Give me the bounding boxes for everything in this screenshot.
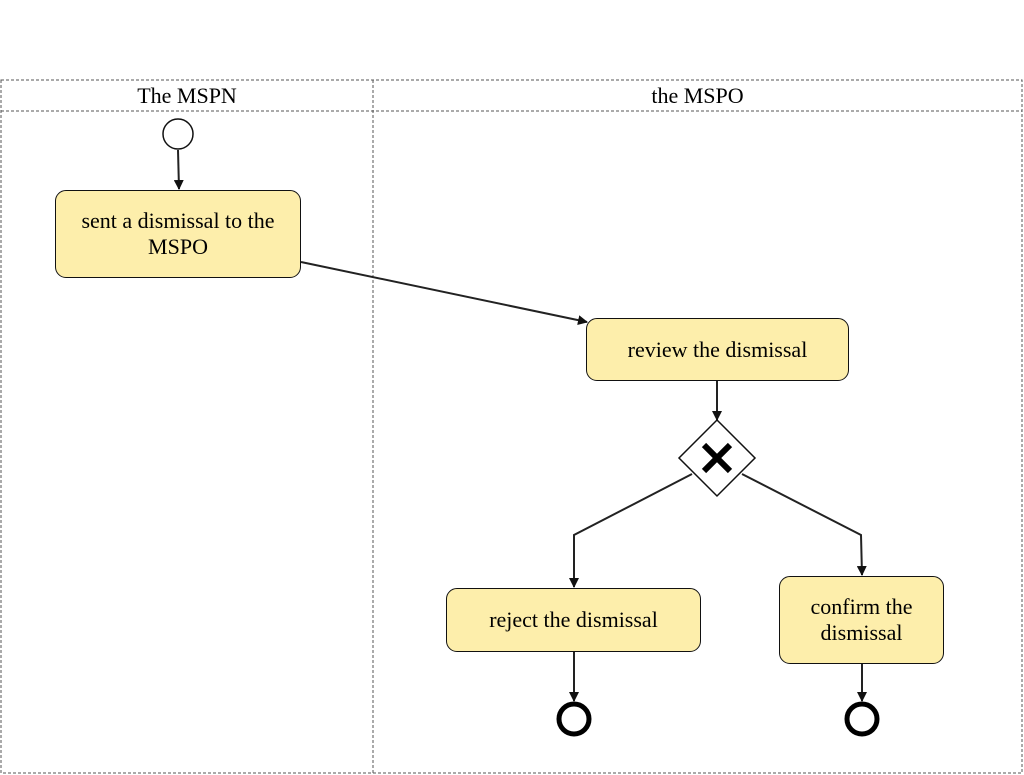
task-review-dismissal-label: review the dismissal <box>627 336 808 362</box>
flow-send-to-review <box>300 261 588 326</box>
task-reject-dismissal-label: reject the dismissal <box>489 607 658 632</box>
flow-start-to-send <box>173 149 184 190</box>
lane-title-mspn: The MSPN <box>137 83 237 108</box>
start-event <box>162 118 194 150</box>
task-confirm-dismissal: confirm the dismissal <box>779 576 944 664</box>
end-event-confirm <box>844 701 880 737</box>
task-send-dismissal: sent a dismissal to the MSPO <box>55 190 301 278</box>
task-reject-dismissal: reject the dismissal <box>446 588 701 652</box>
task-confirm-dismissal-label: confirm the dismissal <box>810 594 913 645</box>
lane-title-mspo: the MSPO <box>651 83 744 108</box>
gateway-x-icon <box>701 442 733 474</box>
pool-border <box>0 79 1023 774</box>
task-send-dismissal-label: sent a dismissal to the MSPO <box>81 208 275 259</box>
flow-gateway-to-confirm <box>741 473 867 576</box>
flow-gateway-to-reject <box>569 473 693 588</box>
end-event-reject <box>556 701 592 737</box>
task-review-dismissal: review the dismissal <box>586 318 849 381</box>
